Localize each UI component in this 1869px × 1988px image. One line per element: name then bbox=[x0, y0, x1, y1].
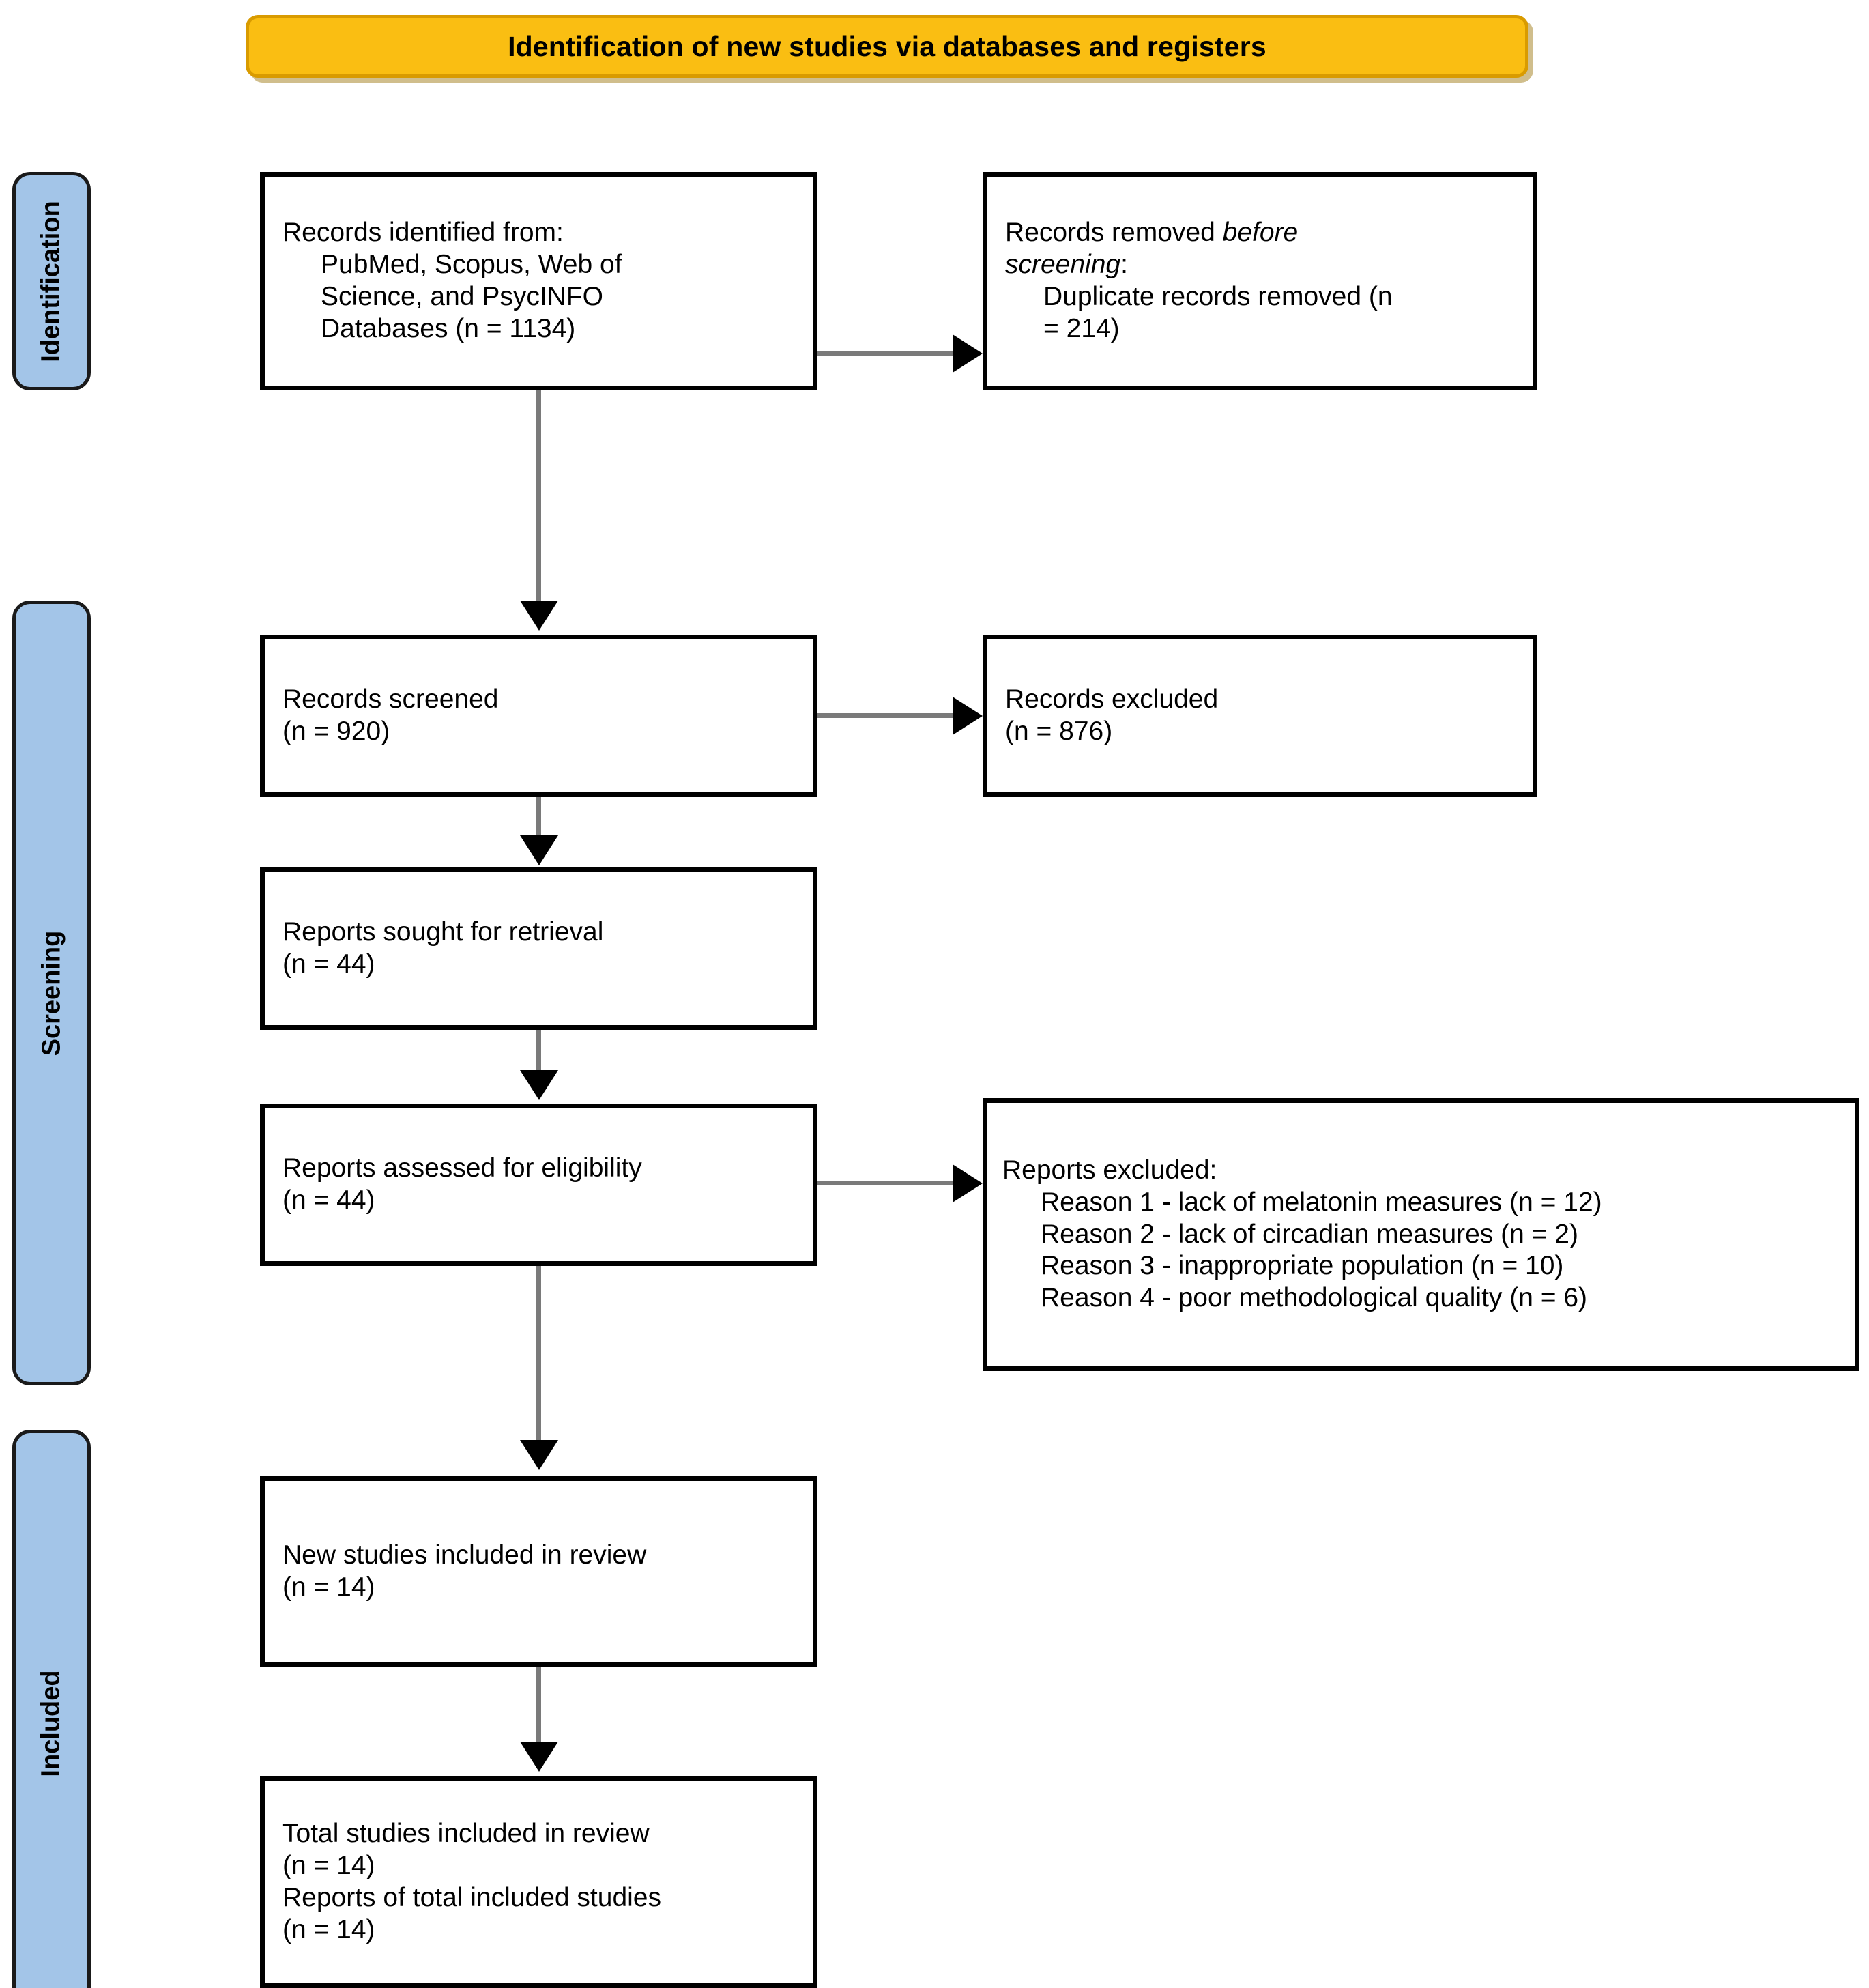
reports-assessed-line-2: (n = 44) bbox=[282, 1185, 375, 1215]
total-included-line-1: Total studies included in review bbox=[282, 1819, 650, 1849]
new-studies-included-line-2: (n = 14) bbox=[282, 1572, 375, 1602]
connector-screened-to-excluded bbox=[817, 713, 954, 718]
connector-identified-to-screened bbox=[536, 390, 541, 603]
reports-sought-line-2: (n = 44) bbox=[282, 949, 375, 979]
records-removed-line-1: Records removed before bbox=[1005, 217, 1515, 249]
reports-assessed-line-1: Reports assessed for eligibility bbox=[282, 1153, 642, 1183]
diagram-title-banner: Identification of new studies via databa… bbox=[246, 15, 1528, 78]
total-included-line-4: (n = 14) bbox=[282, 1914, 375, 1944]
box-reports-assessed-for-eligibility: Reports assessed for eligibility (n = 44… bbox=[260, 1104, 817, 1266]
box-total-studies-included: Total studies included in review (n = 14… bbox=[260, 1776, 817, 1988]
arrowhead-identified-to-screened-icon bbox=[520, 601, 558, 631]
arrowhead-assessed-to-reports-excluded-icon bbox=[953, 1164, 983, 1202]
stage-label-screening: Screening bbox=[37, 930, 66, 1056]
arrowhead-new-studies-to-total-icon bbox=[520, 1742, 558, 1772]
reports-excluded-reason-1: Reason 1 - lack of melatonin measures (n… bbox=[1041, 1187, 1602, 1217]
records-identified-line-1: Records identified from: bbox=[282, 218, 564, 248]
records-excluded-line-1: Records excluded bbox=[1005, 685, 1219, 715]
records-identified-line-4: Databases (n = 1134) bbox=[321, 313, 576, 343]
records-screened-line-1: Records screened bbox=[282, 685, 499, 715]
box-records-screened: Records screened (n = 920) bbox=[260, 635, 817, 797]
stage-bar-screening: Screening bbox=[12, 601, 91, 1385]
box-reports-excluded: Reports excluded: Reason 1 - lack of mel… bbox=[983, 1098, 1859, 1371]
records-identified-line-2: PubMed, Scopus, Web of bbox=[321, 250, 622, 280]
arrowhead-screened-to-sought-icon bbox=[520, 835, 558, 865]
box-records-removed-before-screening: Records removed before screening: Duplic… bbox=[983, 172, 1537, 390]
connector-identified-to-removed bbox=[817, 351, 954, 356]
records-removed-line-3: Duplicate records removed (n bbox=[1043, 282, 1393, 311]
stage-label-identification: Identification bbox=[37, 200, 66, 362]
reports-excluded-reason-4: Reason 4 - poor methodological quality (… bbox=[1041, 1283, 1588, 1313]
stage-bar-included: Included bbox=[12, 1430, 91, 1988]
records-removed-prefix: Records removed bbox=[1005, 218, 1223, 248]
records-identified-line-3: Science, and PsycINFO bbox=[321, 282, 603, 311]
reports-sought-line-1: Reports sought for retrieval bbox=[282, 917, 604, 947]
stage-bar-identification: Identification bbox=[12, 172, 91, 390]
records-removed-line-4: = 214) bbox=[1043, 313, 1120, 343]
arrowhead-screened-to-excluded-icon bbox=[953, 697, 983, 735]
connector-new-studies-to-total bbox=[536, 1667, 541, 1746]
new-studies-included-line-1: New studies included in review bbox=[282, 1540, 647, 1570]
records-removed-colon: : bbox=[1120, 250, 1128, 280]
box-records-excluded: Records excluded (n = 876) bbox=[983, 635, 1537, 797]
box-records-identified: Records identified from: PubMed, Scopus,… bbox=[260, 172, 817, 390]
box-reports-sought-for-retrieval: Reports sought for retrieval (n = 44) bbox=[260, 867, 817, 1030]
connector-sought-to-assessed bbox=[536, 1030, 541, 1072]
records-excluded-line-2: (n = 876) bbox=[1005, 717, 1113, 746]
records-screened-line-2: (n = 920) bbox=[282, 717, 390, 746]
box-new-studies-included: New studies included in review (n = 14) bbox=[260, 1476, 817, 1667]
records-removed-italic-before: before bbox=[1222, 218, 1299, 248]
arrowhead-identified-to-removed-icon bbox=[953, 334, 983, 373]
arrowhead-sought-to-assessed-icon bbox=[520, 1070, 558, 1100]
connector-screened-to-sought bbox=[536, 797, 541, 838]
connector-assessed-to-reports-excluded bbox=[817, 1181, 954, 1185]
reports-excluded-reason-2: Reason 2 - lack of circadian measures (n… bbox=[1041, 1219, 1578, 1249]
total-included-line-3: Reports of total included studies bbox=[282, 1883, 661, 1912]
diagram-title-text: Identification of new studies via databa… bbox=[508, 30, 1266, 62]
reports-excluded-heading: Reports excluded: bbox=[1002, 1155, 1217, 1185]
records-removed-line-2: screening: bbox=[1005, 249, 1515, 281]
reports-excluded-reason-3: Reason 3 - inappropriate population (n =… bbox=[1041, 1251, 1564, 1281]
arrowhead-assessed-to-new-studies-icon bbox=[520, 1440, 558, 1470]
total-included-line-2: (n = 14) bbox=[282, 1851, 375, 1881]
connector-assessed-to-new-studies bbox=[536, 1266, 541, 1442]
records-removed-italic-screening: screening bbox=[1005, 250, 1121, 280]
stage-label-included: Included bbox=[37, 1669, 66, 1777]
